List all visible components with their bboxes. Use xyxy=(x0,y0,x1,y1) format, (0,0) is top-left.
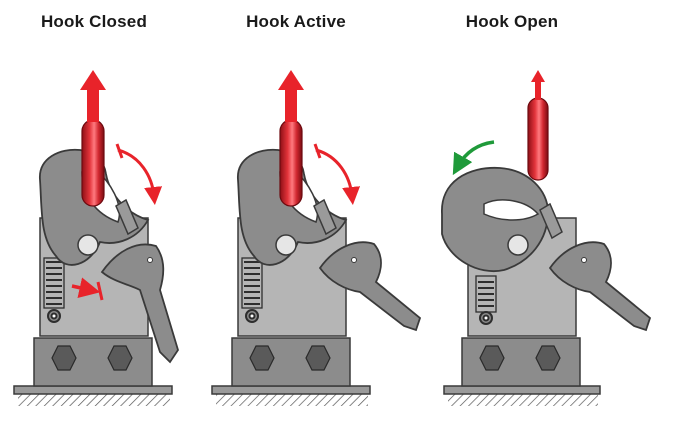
force-arrow-up-icon xyxy=(278,70,304,90)
base-plate xyxy=(443,385,601,395)
force-arrow-up-icon xyxy=(80,70,106,90)
lock-arrow-icon xyxy=(71,277,101,298)
open-rotation-arrow-icon xyxy=(452,140,495,176)
lifting-ring xyxy=(81,119,105,207)
hook-closed-icon xyxy=(39,148,150,266)
panel-hook-active xyxy=(211,70,422,406)
latch-plate xyxy=(115,198,139,236)
hook-jaw xyxy=(483,199,540,221)
rotation-arrow-icon xyxy=(117,148,163,205)
hook-active-icon xyxy=(237,148,348,266)
release-lever xyxy=(100,243,179,364)
lower-block xyxy=(461,337,581,387)
lever-pin-icon xyxy=(147,257,153,263)
lower-block xyxy=(33,337,153,387)
ground-hatch xyxy=(216,392,368,406)
panel-title-hook-active: Hook Active xyxy=(246,12,346,31)
force-arrow-shaft xyxy=(87,88,99,122)
force-arrow-shaft xyxy=(285,88,297,122)
force-arrow-up-icon xyxy=(531,70,545,82)
spring-icon xyxy=(43,257,65,323)
stop-tick-icon xyxy=(313,143,322,159)
latch-plate xyxy=(313,198,337,236)
spring-icon xyxy=(475,275,497,325)
hex-bolt-icon xyxy=(479,345,505,371)
release-lever xyxy=(548,241,652,332)
panel-title-hook-closed: Hook Closed xyxy=(40,12,148,31)
rotation-arrow-icon xyxy=(315,148,361,205)
release-lever xyxy=(318,241,422,332)
pivot-pin-icon xyxy=(507,234,529,256)
stop-tick-icon xyxy=(115,143,124,159)
force-arrow-shaft xyxy=(535,80,541,100)
lifting-ring xyxy=(527,97,549,181)
lifting-ring xyxy=(279,119,303,207)
lever-pin-icon xyxy=(351,257,357,263)
panel-hook-open xyxy=(441,70,652,406)
hex-bolt-icon xyxy=(51,345,77,371)
base-plate xyxy=(211,385,371,395)
lower-block xyxy=(231,337,351,387)
hex-bolt-icon xyxy=(249,345,275,371)
panel-title-hook-open: Hook Open xyxy=(465,12,559,31)
pivot-pin-icon xyxy=(77,234,99,256)
ground-hatch xyxy=(448,392,598,406)
pivot-pin-icon xyxy=(275,234,297,256)
hex-bolt-icon xyxy=(305,345,331,371)
lock-stop-icon xyxy=(96,281,104,301)
spring-icon xyxy=(241,257,263,323)
hex-bolt-icon xyxy=(107,345,133,371)
latch-plate xyxy=(539,202,563,240)
lever-pin-icon xyxy=(581,257,587,263)
hex-bolt-icon xyxy=(535,345,561,371)
base-plate xyxy=(13,385,173,395)
ground-hatch xyxy=(18,392,170,406)
panel-hook-closed xyxy=(13,70,179,406)
